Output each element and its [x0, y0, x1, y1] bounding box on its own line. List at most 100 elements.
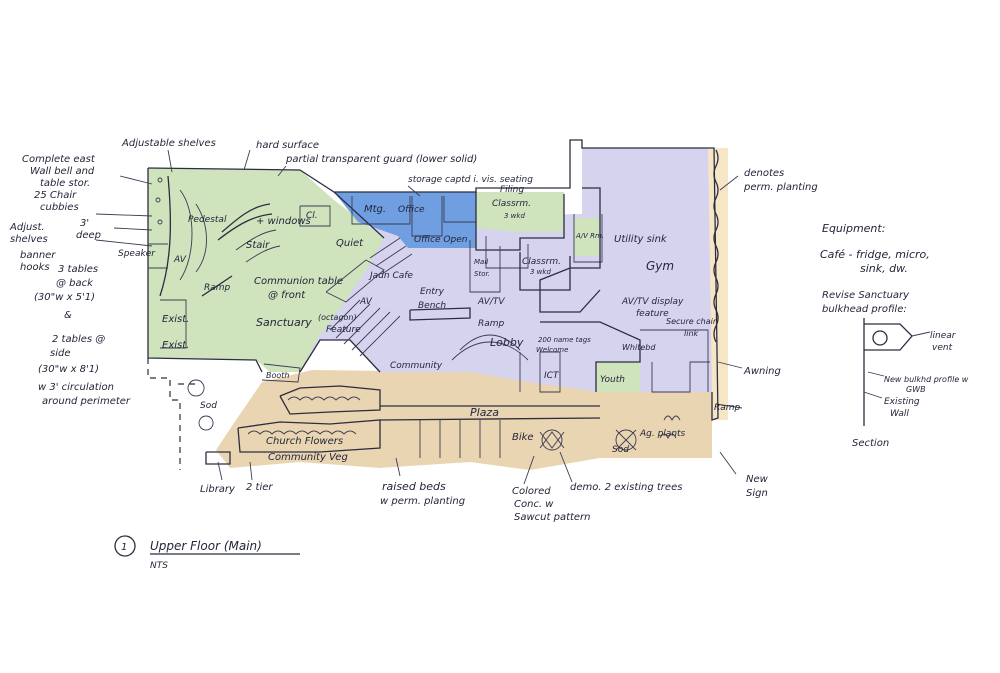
site-dashed-boundary: [147, 358, 214, 470]
perm-planting-edge: [713, 149, 719, 343]
label-hard-surface: hard surface: [256, 140, 319, 151]
label-tables-3: (30"w x 5'1): [34, 292, 95, 303]
label-classroom-mid-sub: 3 wkd: [530, 268, 551, 276]
drawing-scale: NTS: [150, 561, 168, 571]
label-library: Library: [200, 484, 236, 495]
label-link: link: [684, 329, 699, 338]
lobby-hatching: [329, 237, 529, 361]
label-av-rm: A/V Rm.: [575, 232, 604, 240]
office-zone: [334, 192, 476, 248]
label-adjust-shelves-2: shelves: [10, 234, 48, 245]
label-banner-hooks-1: banner: [20, 250, 56, 261]
label-stor: Stor.: [474, 270, 490, 278]
label-revise-1: Revise Sanctuary: [822, 290, 910, 301]
label-mail: Mail: [474, 258, 488, 266]
label-quiet: Quiet: [336, 238, 364, 249]
label-sod-right: Sod: [612, 445, 629, 455]
label-new-2: Sign: [746, 488, 768, 499]
label-ramp-left: Ramp: [204, 283, 231, 293]
label-demo: demo. 2 existing trees: [570, 482, 682, 493]
label-front: @ front: [268, 290, 306, 301]
bulkhead-section-detail: [863, 318, 931, 426]
label-tv-display: AV/TV display: [621, 297, 684, 307]
label-office: Office: [398, 205, 425, 215]
classroom-green-zone: [476, 192, 564, 232]
label-tables-9: around perimeter: [42, 396, 131, 407]
label-tier: 2 tier: [246, 482, 273, 493]
label-classroom-top-sub: 3 wkd: [504, 212, 525, 220]
label-whiteboard: Whitebd: [622, 343, 656, 352]
label-secure-chair: Secure chair: [666, 317, 717, 326]
label-pedestal: Pedestal: [188, 215, 227, 225]
label-complete-east-2: Wall bell and: [30, 166, 95, 177]
label-classroom-mid: Classrm.: [522, 257, 561, 267]
label-linear-2: vent: [932, 343, 953, 353]
label-cafe-1: Café - fridge, micro,: [820, 248, 930, 261]
label-bike: Bike: [512, 432, 534, 443]
label-linear-1: linear: [930, 331, 957, 341]
plaza-zone: [216, 370, 712, 470]
drawing-title: Upper Floor (Main): [150, 539, 262, 553]
label-av-right: AV: [359, 297, 373, 307]
label-ramp-right: Ramp: [714, 403, 741, 413]
label-filing: Filing: [500, 185, 524, 195]
label-gwb: GWB: [906, 385, 926, 394]
av-room-green-zone: [574, 218, 600, 256]
label-youth: Youth: [600, 375, 625, 385]
label-new-1: New: [746, 474, 769, 485]
label-complete-east-4: 25 Chair: [34, 190, 77, 201]
label-speaker: Speaker: [118, 249, 156, 259]
label-church-flowers: Church Flowers: [266, 436, 343, 447]
label-ramp-mid: Ramp: [478, 319, 505, 329]
label-booth: Booth: [266, 371, 289, 380]
label-community-veg: Community Veg: [268, 452, 348, 463]
label-mtg: Mtg.: [364, 204, 386, 215]
label-entry: Entry: [420, 287, 445, 297]
label-stair: Stair: [246, 240, 270, 251]
label-sanctuary: Sanctuary: [256, 316, 312, 329]
label-name-tags: 200 name tags: [538, 336, 591, 344]
label-existing-wall-1: Existing: [884, 397, 920, 407]
label-transparent-guard: partial transparent guard (lower solid): [285, 154, 477, 165]
label-complete-east-1: Complete east: [22, 154, 96, 165]
label-deep-1: 3': [80, 218, 89, 229]
label-raised-2: w perm. planting: [380, 496, 465, 507]
label-denotes-1: denotes: [744, 168, 784, 179]
label-welcome: Welcome: [536, 346, 568, 354]
label-community: Community: [390, 361, 443, 371]
label-storage: storage captd i. vis. seating: [408, 175, 533, 185]
label-deep-2: deep: [76, 230, 101, 241]
label-complete-east-5: cubbies: [40, 202, 79, 213]
label-feature: Feature: [326, 325, 361, 335]
label-tables-5: 2 tables @: [52, 334, 105, 345]
lobby-gym-zone: [270, 148, 712, 392]
label-jc-cafe: Jadn Cafe: [368, 271, 413, 281]
label-tables-7: (30"w x 8'1): [38, 364, 99, 375]
label-lobby: Lobby: [490, 336, 524, 349]
label-plaza: Plaza: [470, 406, 499, 419]
label-cl: Cl.: [306, 211, 318, 221]
drawing-number: 1: [121, 542, 127, 553]
label-existing-wall-2: Wall: [890, 409, 909, 419]
label-adjustable-shelves: Adjustable shelves: [121, 138, 216, 149]
label-office-open: Office Open: [414, 235, 468, 245]
label-tables-2: @ back: [56, 278, 94, 289]
plaza-details: [205, 385, 681, 465]
drawing-number-circle: [114, 535, 136, 557]
label-octagon: (octagon): [318, 313, 357, 322]
label-classroom-top: Classrm.: [492, 199, 531, 209]
building-outline: [147, 139, 719, 421]
label-denotes-2: perm. planting: [743, 182, 818, 193]
label-tables-6: side: [50, 348, 71, 359]
label-colored-1: Colored: [512, 486, 551, 497]
label-tv-display-2: feature: [636, 309, 669, 319]
leader-lines: [95, 149, 743, 485]
label-colored-2: Conc. w: [514, 499, 554, 510]
label-complete-east-3: table stor.: [40, 178, 90, 189]
sanctuary-zone: [148, 168, 384, 372]
label-ag-plants: Ag. plants: [639, 429, 686, 439]
label-awning: Awning: [743, 366, 781, 377]
label-bench: Bench: [418, 301, 446, 311]
label-communion: Communion table: [254, 276, 343, 287]
